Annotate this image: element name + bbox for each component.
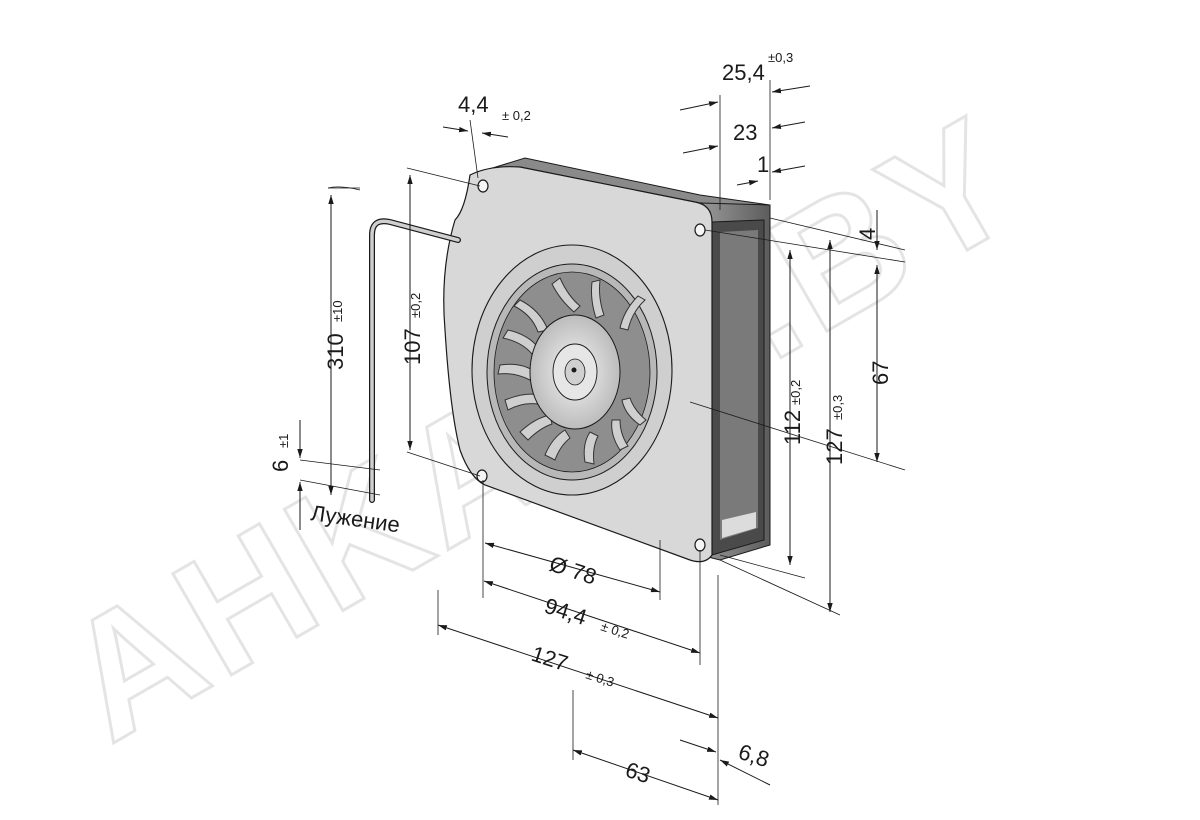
- dim-offset-63: 63: [622, 757, 653, 788]
- dim-hole-offset-tol: ± 0,2: [502, 108, 531, 123]
- dimension-lines: [297, 85, 880, 801]
- dim-overall-depth: 25,4 ±0,3: [722, 50, 793, 85]
- dim-inlet-diameter: Ø 78: [546, 551, 599, 590]
- dim-strip-length-value: 6: [268, 460, 293, 472]
- dim-hole-horizontal: 94,4 ± 0,2: [541, 593, 631, 642]
- dim-hole-offset: 4,4 ± 0,2: [458, 92, 531, 123]
- dim-cable-length-value: 310: [323, 333, 348, 370]
- fan-body: [369, 157, 771, 563]
- dim-hole-vertical-tol: ±0,2: [408, 293, 423, 318]
- dim-hole-vertical-value: 107: [400, 328, 425, 365]
- dim-overall-depth-tol: ±0,3: [768, 50, 793, 65]
- dim-width-127-value: 127: [528, 641, 571, 676]
- dim-strip-length-tol: ±1: [276, 434, 291, 448]
- dim-cable-length-tol: ±10: [330, 300, 345, 322]
- dim-outlet-height: 67: [868, 361, 893, 385]
- dim-hole-vertical: 107 ±0,2: [400, 293, 425, 365]
- dim-height-127: 127 ±0,3: [822, 395, 847, 465]
- dim-height-112-tol: ±0,2: [788, 380, 803, 405]
- dim-width-127: 127 ± 0,3: [528, 641, 616, 690]
- dim-cable-length: 310 ±10: [323, 300, 348, 370]
- dim-outlet-offset: 4: [855, 228, 880, 240]
- dim-hole-horizontal-value: 94,4: [541, 593, 589, 630]
- dim-width-127-tol: ± 0,3: [584, 667, 616, 690]
- dim-height-112: 112 ±0,2: [780, 380, 805, 445]
- dim-hole-horizontal-tol: ± 0,2: [599, 619, 631, 642]
- dim-depth-23: 23: [733, 120, 757, 145]
- dim-offset-6-8: 6,8: [735, 739, 772, 772]
- dim-height-127-tol: ±0,3: [830, 395, 845, 420]
- impeller-blades: [497, 277, 647, 465]
- dim-hole-offset-value: 4,4: [458, 92, 489, 117]
- cable: [369, 218, 461, 503]
- dim-depth-1: 1: [757, 152, 769, 177]
- dim-height-127-value: 127: [822, 428, 847, 465]
- dim-strip-length: 6 ±1: [268, 434, 293, 472]
- dim-overall-depth-value: 25,4: [722, 60, 765, 85]
- dim-height-112-value: 112: [780, 410, 805, 445]
- mounting-holes: [476, 179, 706, 552]
